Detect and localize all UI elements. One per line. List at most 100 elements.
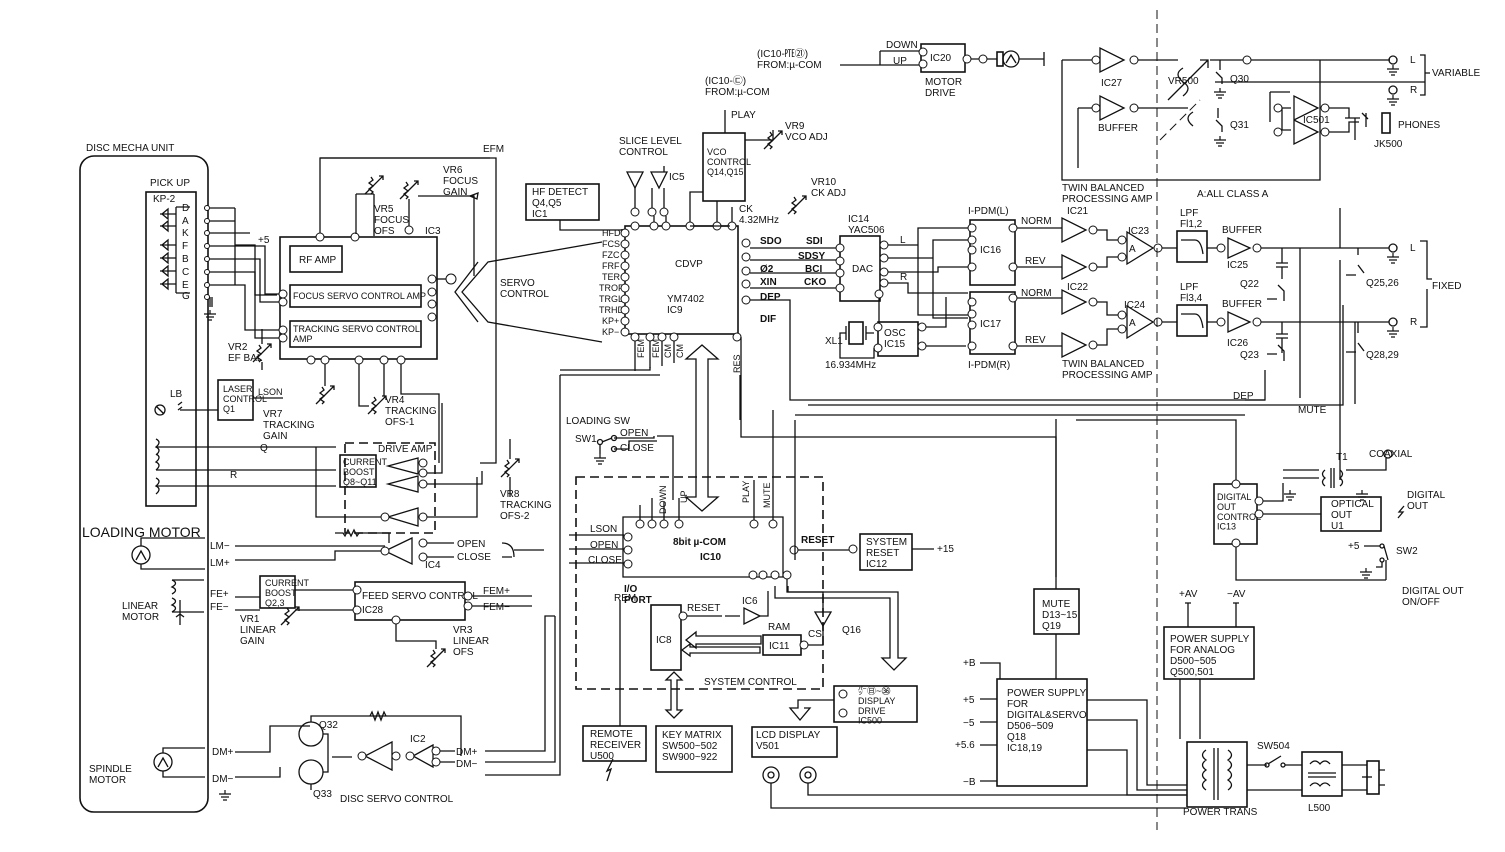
rem-label: REM — [614, 593, 636, 604]
var-out-l: L — [1410, 55, 1416, 66]
ic3-rf-servo: IC3 RF AMP FOCUS SERVO CONTROL AMP TRACK… — [278, 225, 457, 365]
svg-text:DEP: DEP — [760, 292, 781, 303]
ucom-mute: MUTE — [762, 483, 772, 509]
variable-label: VARIABLE — [1432, 68, 1480, 79]
amp-ic23-ic24: A A IC23 IC24 — [1097, 226, 1163, 346]
pickup-plus5: +5 — [258, 235, 270, 246]
cdvp-bottom-pin-labels: FEM FEM CM CM — [636, 339, 685, 358]
all-class-a-label: A:ALL CLASS A — [1197, 189, 1269, 200]
ucom-down: DOWN — [658, 486, 668, 515]
ic4-close: CLOSE — [457, 552, 491, 563]
svg-text:FZC: FZC — [602, 250, 620, 260]
coaxial-output: T1 COAXIAL — [1283, 449, 1413, 501]
ic4-label: IC4 — [425, 560, 441, 571]
buffer2-label: BUFFER — [1222, 299, 1262, 310]
dac-ch-r: R — [900, 272, 907, 283]
var-out-r: R — [1410, 85, 1417, 96]
svg-text:FRF: FRF — [602, 261, 620, 271]
play-top-label: PLAY — [731, 110, 756, 121]
coaxial-label: COAXIAL — [1369, 449, 1413, 460]
svg-text:CM: CM — [663, 344, 673, 358]
t1-label: T1 — [1336, 452, 1348, 463]
svg-text:SDSY: SDSY — [798, 251, 826, 262]
ic21-label: IC21 — [1067, 206, 1089, 217]
vr500-label: VR500 — [1168, 76, 1199, 87]
ic5-slice-level: IC5 — [625, 166, 685, 217]
cs-label: CS — [808, 629, 822, 640]
fe-plus-label: FE+ — [210, 589, 229, 600]
ic20-down: DOWN — [886, 40, 918, 51]
svg-text:FEM: FEM — [636, 339, 646, 358]
q22-label: Q22 — [1240, 279, 1259, 290]
pd-pin-e: E — [182, 280, 189, 291]
svg-text:CM: CM — [675, 344, 685, 358]
ic27-label: IC27 — [1101, 78, 1123, 89]
pd-pin-a: A — [182, 216, 189, 227]
svg-text:TRHD: TRHD — [599, 305, 624, 315]
svg-text:XIN: XIN — [760, 277, 777, 288]
ic2-label: IC2 — [410, 734, 426, 745]
ucom-play: PLAY — [741, 481, 751, 503]
lm-plus-label: LM+ — [210, 558, 230, 569]
svg-text:TER: TER — [602, 272, 621, 282]
pick-up-label: PICK UP — [150, 178, 190, 189]
fixed-out-r: R — [1410, 317, 1417, 328]
loading-sw-label: LOADING SW — [566, 416, 630, 427]
q33-label: Q33 — [313, 789, 332, 800]
pd-pin-d: D — [182, 203, 189, 214]
ic4-loading-driver: IC4 OPEN CLOSE — [235, 528, 544, 571]
q16-label: Q16 — [842, 625, 861, 636]
ic3-label: IC3 — [425, 226, 441, 237]
efm-label: EFM — [483, 144, 504, 155]
pd-pin-terminals — [204, 205, 210, 300]
rf-amp-label: RF AMP — [299, 255, 337, 266]
svg-text:CKO: CKO — [804, 277, 826, 288]
xl1-label: XL1 — [825, 336, 843, 347]
pdm-output-labels: NORM REV NORM REV — [1021, 216, 1052, 346]
system-control-label: SYSTEM CONTROL — [704, 677, 797, 688]
variable-output-stage: IC27 BUFFER VR500 Q30 Q31 IC501 JK500 PH… — [1061, 46, 1480, 181]
minus-av-label: −AV — [1227, 589, 1246, 600]
buffer1-label: BUFFER — [1222, 225, 1262, 236]
ic28-label: IC28 — [362, 605, 384, 616]
data-bus-arrow — [684, 344, 720, 512]
dac-ch-l: L — [900, 235, 906, 246]
q23-label: Q23 — [1240, 350, 1259, 361]
amp-ic21-ic22: IC21 IC22 — [1017, 206, 1098, 359]
